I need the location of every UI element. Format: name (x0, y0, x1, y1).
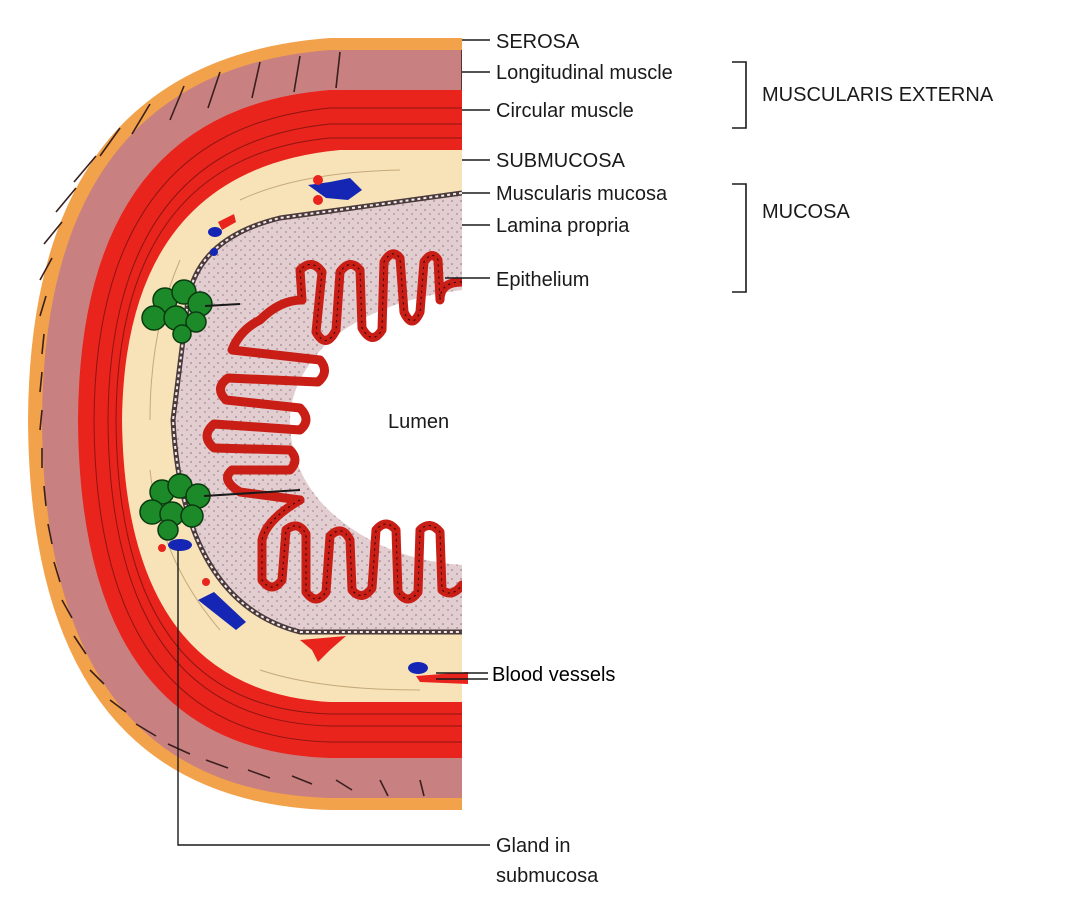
label-lamina-propria: Lamina propria (496, 215, 630, 237)
label-mucosa: MUCOSA (762, 201, 850, 223)
label-circular-muscle: Circular muscle (496, 100, 634, 122)
label-gland-line2: submucosa (496, 865, 599, 887)
label-gland-line1: Gland in (496, 835, 571, 857)
blood-vessels (158, 175, 468, 684)
lumen-area (290, 290, 462, 565)
label-muscularis-mucosa: Muscularis mucosa (496, 183, 668, 205)
label-blood-vessels: Blood vessels (492, 664, 615, 686)
label-epithelium: Epithelium (496, 269, 589, 291)
label-longitudinal-muscle: Longitudinal muscle (496, 62, 673, 84)
wall-layers (28, 38, 462, 810)
label-muscularis-externa: MUSCULARIS EXTERNA (762, 84, 994, 106)
bracket-mucosa (732, 183, 747, 293)
label-lumen: Lumen (388, 411, 449, 433)
longitudinal-muscle-blocks (39, 50, 462, 797)
gland-lower (139, 473, 301, 541)
leader-lines (177, 39, 490, 846)
label-serosa: SEROSA (496, 31, 580, 53)
gland-upper (141, 279, 241, 344)
bracket-muscularis-externa (732, 61, 747, 129)
label-submucosa: SUBMUCOSA (496, 150, 626, 172)
